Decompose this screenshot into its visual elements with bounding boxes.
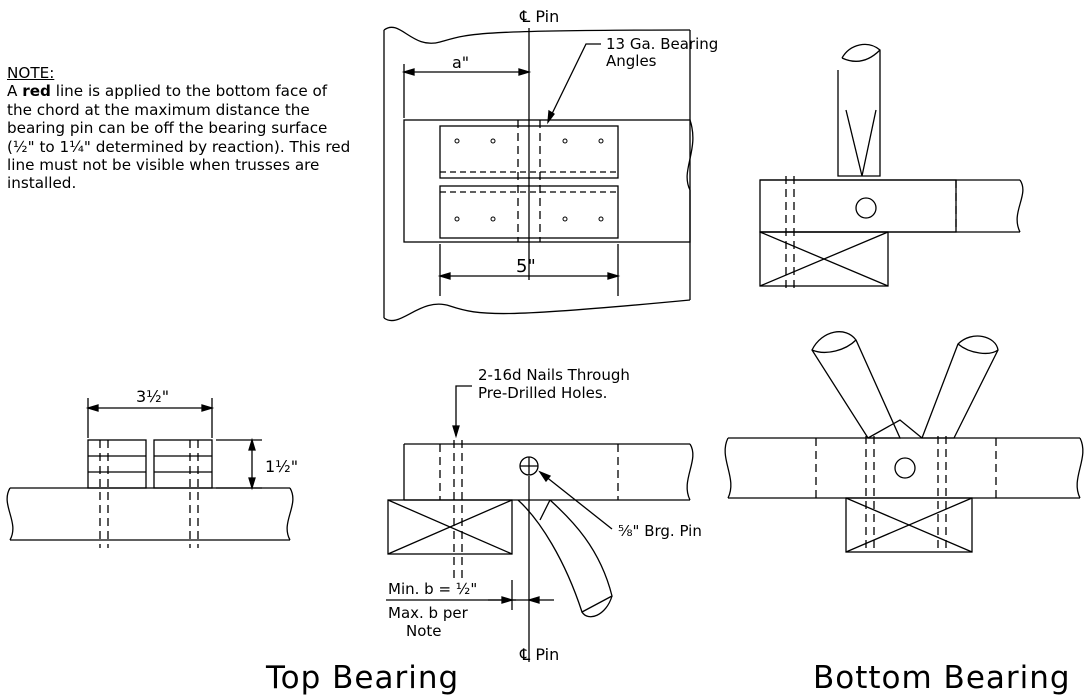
block-x-1b bbox=[759, 231, 889, 287]
chord-break-right bbox=[1016, 179, 1024, 233]
bb-web-left-break bbox=[811, 339, 857, 354]
tb-web-notch bbox=[539, 499, 551, 521]
tb-block bbox=[387, 499, 513, 555]
dim-a-arrow-left bbox=[401, 68, 415, 76]
wall-top-break bbox=[383, 26, 691, 44]
section-break-right bbox=[286, 487, 294, 541]
web-member-vertical bbox=[837, 43, 881, 177]
elevation-single-web bbox=[759, 43, 1024, 288]
bearing-angles-label-2: Angles bbox=[606, 52, 657, 70]
dim-15-arrow-top bbox=[248, 437, 256, 451]
note-text-bold: red bbox=[22, 82, 51, 101]
web-member-notch bbox=[845, 109, 877, 177]
section-angle-right bbox=[153, 439, 213, 489]
bearing-pin-hole bbox=[855, 197, 877, 219]
dim-15-label: 1½" bbox=[265, 457, 298, 476]
chord-plan bbox=[403, 119, 691, 243]
dim-35-arrow-left bbox=[85, 404, 99, 412]
tb-web-member bbox=[517, 499, 613, 613]
top-bearing-elevation bbox=[386, 385, 694, 662]
bb-bearing-pin-hole bbox=[894, 457, 916, 479]
min-b-arrow-left bbox=[501, 596, 515, 604]
caption-bottom-bearing: Bottom Bearing bbox=[813, 660, 1071, 696]
min-b-arrow-right bbox=[526, 596, 540, 604]
bottom-bearing-elevation bbox=[724, 331, 1084, 553]
tb-web-break bbox=[581, 595, 613, 618]
max-b-label-1: Max. b per bbox=[388, 604, 469, 622]
caption-top-bearing: Top Bearing bbox=[266, 660, 460, 696]
note-title: NOTE: bbox=[7, 64, 55, 82]
nails-leader-arrow bbox=[452, 425, 460, 439]
note-text-rest: line is applied to the bottom face of th… bbox=[7, 82, 351, 193]
dim-5-arrow-left bbox=[437, 272, 451, 280]
brg-pin-label: ⅝" Brg. Pin bbox=[618, 522, 702, 540]
bb-block-x-b bbox=[845, 497, 973, 553]
section-break-left bbox=[6, 487, 14, 541]
dim-35-arrow-right bbox=[201, 404, 215, 412]
dim-a-arrow-right bbox=[518, 68, 532, 76]
bb-chord-break-right bbox=[1076, 437, 1084, 499]
bb-web-right-break bbox=[957, 343, 999, 355]
nails-label-1: 2-16d Nails Through bbox=[478, 366, 630, 384]
bb-web-left bbox=[811, 331, 902, 439]
tb-chord-break bbox=[686, 443, 694, 501]
bb-web-right bbox=[921, 335, 999, 439]
nail-holes-plan bbox=[454, 138, 604, 222]
dim-5-arrow-right bbox=[607, 272, 621, 280]
pin-centerline-bottom-label: ℄ Pin bbox=[519, 645, 559, 664]
chord-elevation-1 bbox=[759, 179, 957, 233]
web-member-break bbox=[841, 49, 881, 62]
tb-block-x-b bbox=[387, 499, 513, 555]
plan-view bbox=[383, 26, 694, 322]
bearing-angles-leader-arrow bbox=[547, 109, 555, 125]
bb-block bbox=[845, 497, 973, 553]
bb-web-overlap bbox=[867, 419, 923, 439]
bearing-block-1 bbox=[759, 231, 889, 287]
max-b-label-2: Note bbox=[406, 622, 442, 640]
bearing-angles-label-1: 13 Ga. Bearing bbox=[606, 35, 718, 53]
brg-pin-leader-arrow bbox=[538, 470, 552, 483]
drawing-labels: ℄ Pin 13 Ga. Bearing Angles a" 5" 3½" 1½… bbox=[136, 7, 718, 664]
brg-pin-leader bbox=[539, 471, 613, 530]
nails-leader bbox=[455, 385, 472, 436]
note-text-prefix: A bbox=[7, 82, 23, 101]
bearing-angles-leader bbox=[547, 43, 601, 123]
nails-label-2: Pre-Drilled Holes. bbox=[478, 384, 607, 402]
dim-35-label: 3½" bbox=[136, 387, 169, 406]
dim-5-label: 5" bbox=[516, 256, 536, 277]
section-angle-left bbox=[87, 439, 147, 489]
note-block: NOTE: A red line is applied to the botto… bbox=[7, 64, 352, 193]
pin-centerline-top-label: ℄ Pin bbox=[519, 7, 559, 26]
min-b-label: Min. b = ½" bbox=[388, 580, 477, 598]
wall-bottom-break bbox=[383, 299, 691, 322]
bb-chord-break-left bbox=[724, 437, 732, 499]
dim-15-arrow-bottom bbox=[248, 477, 256, 491]
note-text: A red line is applied to the bottom face… bbox=[7, 82, 352, 192]
section-view bbox=[6, 398, 294, 548]
dim-a-label: a" bbox=[452, 53, 469, 72]
